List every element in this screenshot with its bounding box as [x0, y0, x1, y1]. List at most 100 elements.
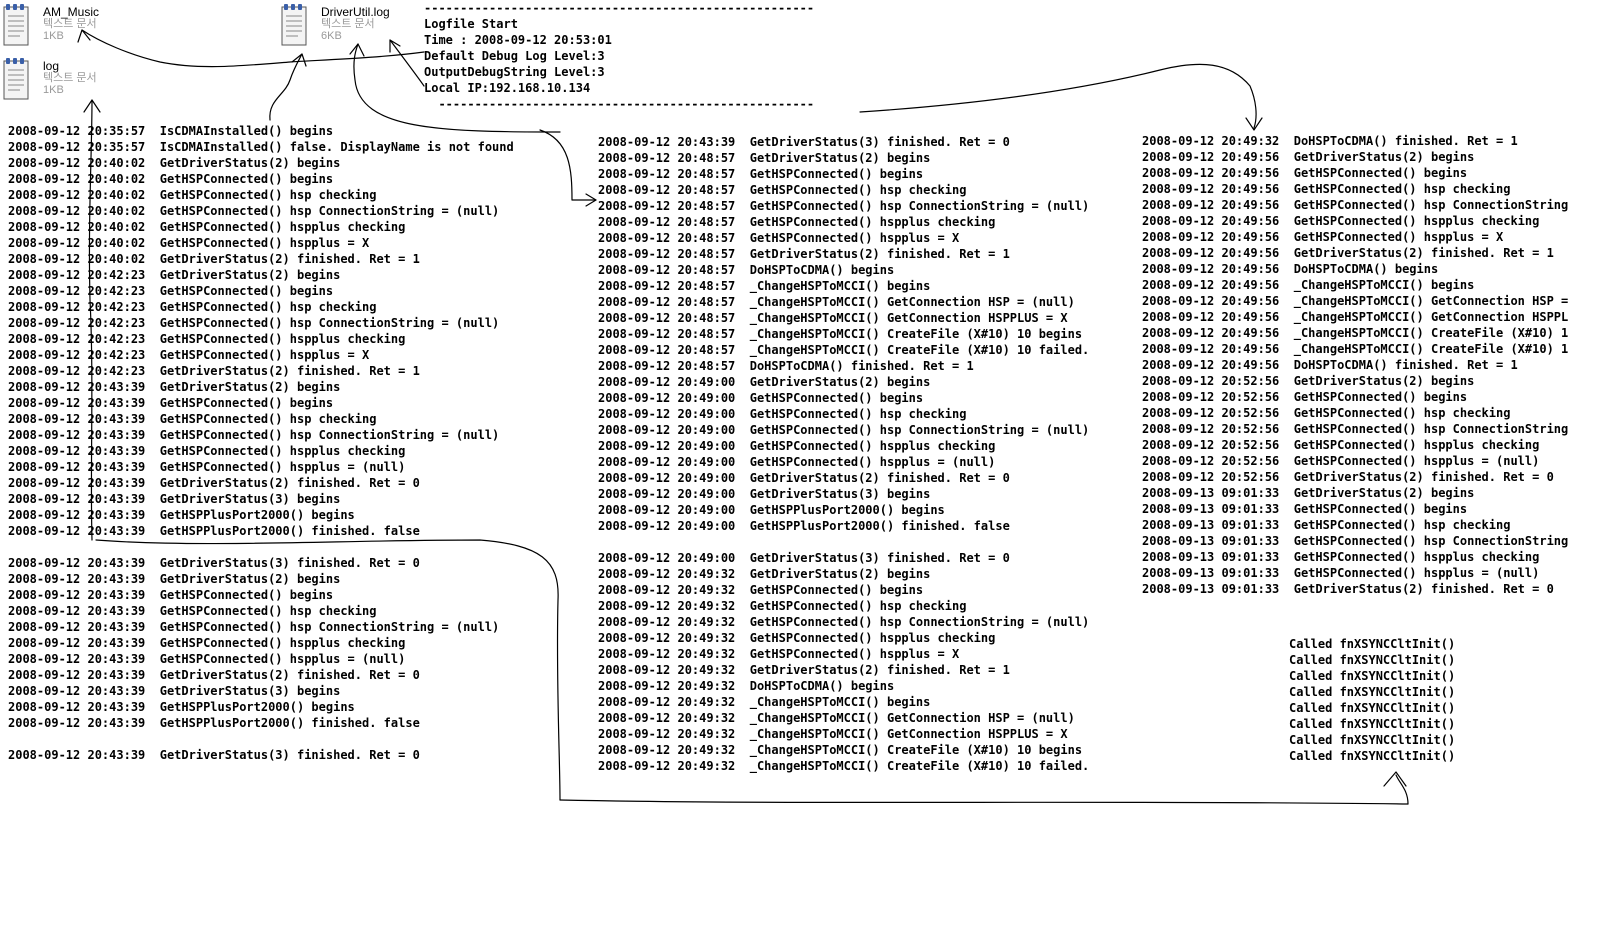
log-line: 2008-09-12 20:49:32 GetHSPConnected() hs…: [598, 647, 960, 661]
log-line: 2008-09-12 20:52:56 GetHSPConnected() be…: [1142, 390, 1468, 404]
log-line: 2008-09-12 20:43:39 GetDriverStatus(3) f…: [8, 556, 420, 570]
log-line: Logfile Start: [424, 17, 518, 31]
log-line: 2008-09-12 20:49:32 DoHSPToCDMA() finish…: [1142, 134, 1518, 148]
log-line: 2008-09-12 20:42:23 GetHSPConnected() hs…: [8, 316, 500, 330]
text-document-icon: [281, 4, 307, 46]
log-line: 2008-09-12 20:49:32 GetHSPConnected() be…: [598, 583, 924, 597]
log-line: 2008-09-12 20:43:39 GetHSPConnected() hs…: [8, 444, 406, 458]
log-line: 2008-09-12 20:40:02 GetDriverStatus(2) b…: [8, 156, 341, 170]
log-line: 2008-09-12 20:35:57 IsCDMAInstalled() be…: [8, 124, 334, 138]
log-line: 2008-09-12 20:49:56 DoHSPToCDMA() begins: [1142, 262, 1439, 276]
log-line: 2008-09-12 20:49:00 GetDriverStatus(3) f…: [598, 551, 1010, 565]
log-line: 2008-09-12 20:49:32 GetHSPConnected() hs…: [598, 599, 967, 613]
log-line: 2008-09-13 09:01:33 GetDriverStatus(2) f…: [1142, 582, 1554, 596]
log-line: 2008-09-12 20:52:56 GetDriverStatus(2) b…: [1142, 374, 1475, 388]
log-line: 2008-09-12 20:49:56 GetDriverStatus(2) f…: [1142, 246, 1554, 260]
log-line: 2008-09-12 20:49:00 GetHSPConnected() hs…: [598, 423, 1090, 437]
log-line: 2008-09-13 09:01:33 GetDriverStatus(2) b…: [1142, 486, 1475, 500]
log-line: Called fnXSYNCCltInit(): [1289, 653, 1456, 667]
log-line: 2008-09-12 20:48:57 GetDriverStatus(2) b…: [598, 151, 931, 165]
file-type: 텍스트 문서: [43, 72, 97, 84]
file-log[interactable]: log 텍스트 문서 1KB: [0, 58, 120, 106]
file-am-music[interactable]: AM_Music 텍스트 문서 1KB: [0, 4, 120, 52]
log-line: 2008-09-12 20:48:57 GetHSPConnected() hs…: [598, 231, 960, 245]
log-line: Called fnXSYNCCltInit(): [1289, 717, 1456, 731]
log-line: 2008-09-12 20:49:32 DoHSPToCDMA() begins: [598, 679, 895, 693]
log-line: 2008-09-12 20:43:39 GetDriverStatus(2) f…: [8, 476, 420, 490]
log-line: 2008-09-12 20:43:39 GetHSPConnected() hs…: [8, 428, 500, 442]
file-type: 텍스트 문서: [321, 18, 375, 30]
file-size: 1KB: [43, 84, 64, 96]
log-line: 2008-09-12 20:48:57 _ChangeHSPToMCCI() C…: [598, 327, 1083, 341]
file-name: DriverUtil.log: [321, 5, 390, 19]
log-line: [8, 731, 514, 747]
log-line: 2008-09-12 20:43:39 GetHSPPlusPort2000()…: [8, 700, 355, 714]
log-line: 2008-09-12 20:43:39 GetDriverStatus(2) f…: [8, 668, 420, 682]
log-line: 2008-09-12 20:40:02 GetHSPConnected() hs…: [8, 236, 370, 250]
log-line: Called fnXSYNCCltInit(): [1289, 733, 1456, 747]
log-line: 2008-09-12 20:49:00 GetDriverStatus(2) b…: [598, 375, 931, 389]
log-line: 2008-09-12 20:52:56 GetHSPConnected() hs…: [1142, 454, 1540, 468]
file-size: 1KB: [43, 30, 64, 42]
log-column-2: 2008-09-12 20:43:39 GetDriverStatus(3) f…: [598, 134, 1089, 774]
log-line: 2008-09-13 09:01:33 GetHSPConnected() hs…: [1142, 566, 1540, 580]
log-line: 2008-09-12 20:49:00 GetHSPPlusPort2000()…: [598, 503, 945, 517]
log-line: 2008-09-12 20:49:56 _ChangeHSPToMCCI() b…: [1142, 278, 1475, 292]
log-line: 2008-09-12 20:42:23 GetDriverStatus(2) b…: [8, 268, 341, 282]
log-line: 2008-09-12 20:43:39 GetHSPPlusPort2000()…: [8, 508, 355, 522]
log-column-4: Called fnXSYNCCltInit() Called fnXSYNCClt…: [1289, 636, 1455, 764]
log-line: 2008-09-12 20:52:56 GetHSPConnected() hs…: [1142, 438, 1540, 452]
log-line: 2008-09-12 20:43:39 GetHSPPlusPort2000()…: [8, 524, 420, 538]
file-driverutil-log[interactable]: DriverUtil.log 텍스트 문서 6KB: [278, 4, 408, 52]
log-line: 2008-09-12 20:43:39 GetDriverStatus(2) b…: [8, 572, 341, 586]
arrowhead: [1383, 771, 1407, 787]
log-line: 2008-09-12 20:43:39 GetDriverStatus(3) f…: [8, 748, 420, 762]
arrow-logfile-to-col-c: [859, 63, 1257, 129]
log-line: 2008-09-12 20:40:02 GetDriverStatus(2) f…: [8, 252, 420, 266]
log-line: 2008-09-12 20:49:56 GetHSPConnected() hs…: [1142, 230, 1504, 244]
log-line: 2008-09-12 20:48:57 DoHSPToCDMA() finish…: [598, 359, 974, 373]
logfile-header: ----------------------------------------…: [424, 0, 814, 112]
log-line: 2008-09-12 20:43:39 GetHSPConnected() hs…: [8, 604, 377, 618]
log-line: 2008-09-12 20:49:56 _ChangeHSPToMCCI() C…: [1142, 342, 1569, 356]
log-line: 2008-09-12 20:49:32 GetHSPConnected() hs…: [598, 615, 1090, 629]
log-line: Called fnXSYNCCltInit(): [1289, 637, 1456, 651]
log-line: 2008-09-12 20:49:56 _ChangeHSPToMCCI() G…: [1142, 294, 1569, 308]
log-line: 2008-09-12 20:49:32 _ChangeHSPToMCCI() C…: [598, 759, 1090, 773]
log-line: 2008-09-12 20:49:32 GetDriverStatus(2) b…: [598, 567, 931, 581]
log-line: Time : 2008-09-12 20:53:01: [424, 33, 612, 47]
file-type: 텍스트 문서: [43, 18, 97, 30]
file-name: log: [43, 59, 60, 73]
log-line: 2008-09-12 20:49:56 GetHSPConnected() hs…: [1142, 214, 1540, 228]
line-bottom: [559, 799, 1409, 805]
log-line: 2008-09-12 20:49:32 GetHSPConnected() hs…: [598, 631, 996, 645]
arrowhead: [585, 193, 597, 207]
log-line: 2008-09-12 20:42:23 GetHSPConnected() be…: [8, 284, 334, 298]
log-line: Called fnXSYNCCltInit(): [1289, 749, 1456, 763]
log-line: 2008-09-12 20:49:56 GetDriverStatus(2) b…: [1142, 150, 1475, 164]
log-line: 2008-09-12 20:49:32 GetDriverStatus(2) f…: [598, 663, 1010, 677]
log-line: 2008-09-12 20:43:39 GetHSPConnected() hs…: [8, 460, 406, 474]
log-line: 2008-09-13 09:01:33 GetHSPConnected() hs…: [1142, 534, 1569, 548]
file-name: AM_Music: [43, 5, 100, 19]
log-line: 2008-09-12 20:49:32 _ChangeHSPToMCCI() b…: [598, 695, 931, 709]
log-line: 2008-09-13 09:01:33 GetHSPConnected() hs…: [1142, 518, 1511, 532]
log-line: 2008-09-12 20:49:56 _ChangeHSPToMCCI() C…: [1142, 326, 1569, 340]
log-line: 2008-09-12 20:43:39 GetDriverStatus(3) b…: [8, 492, 341, 506]
log-line: 2008-09-12 20:49:56 GetHSPConnected() hs…: [1142, 182, 1511, 196]
log-line: 2008-09-12 20:49:32 _ChangeHSPToMCCI() G…: [598, 711, 1075, 725]
log-line: 2008-09-12 20:48:57 GetHSPConnected() hs…: [598, 199, 1090, 213]
log-line: 2008-09-12 20:48:57 _ChangeHSPToMCCI() G…: [598, 295, 1075, 309]
log-line: 2008-09-13 09:01:33 GetHSPConnected() hs…: [1142, 550, 1540, 564]
log-line: 2008-09-12 20:42:23 GetHSPConnected() hs…: [8, 348, 370, 362]
log-line: 2008-09-12 20:49:00 GetHSPConnected() hs…: [598, 407, 967, 421]
log-line: 2008-09-12 20:43:39 GetHSPPlusPort2000()…: [8, 716, 420, 730]
log-line: 2008-09-12 20:49:00 GetHSPConnected() be…: [598, 391, 924, 405]
log-line: 2008-09-12 20:49:00 GetHSPConnected() hs…: [598, 455, 996, 469]
log-line: 2008-09-12 20:43:39 GetHSPConnected() hs…: [8, 620, 500, 634]
log-line: 2008-09-13 09:01:33 GetHSPConnected() be…: [1142, 502, 1468, 516]
log-line: ----------------------------------------…: [424, 1, 815, 15]
log-line: Local IP:192.168.10.134: [424, 81, 591, 95]
log-column-3: 2008-09-12 20:49:32 DoHSPToCDMA() finish…: [1142, 133, 1568, 597]
log-line: Called fnXSYNCCltInit(): [1289, 685, 1456, 699]
